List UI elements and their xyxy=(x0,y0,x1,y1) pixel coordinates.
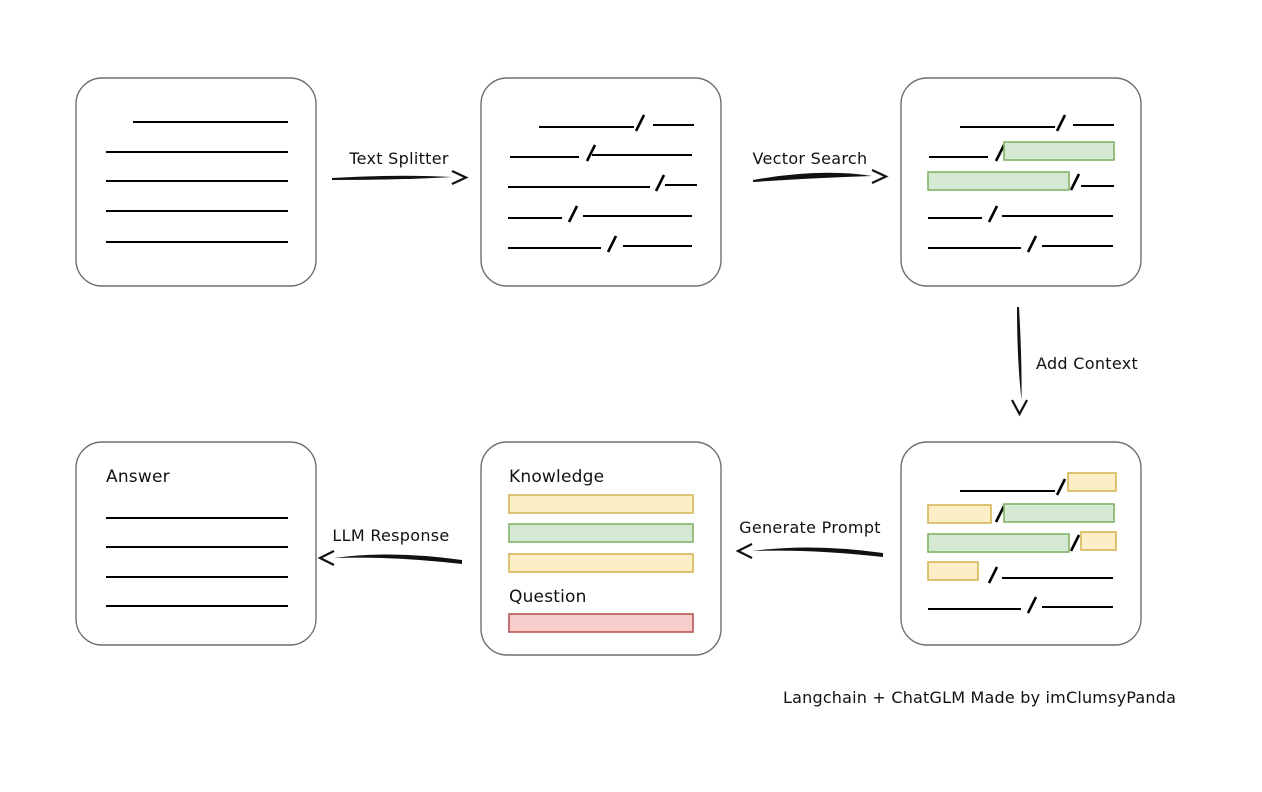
edge-llm-response-label: LLM Response xyxy=(332,526,449,545)
node-answer[interactable]: Answer xyxy=(75,441,317,646)
node-prompt[interactable]: Knowledge Question xyxy=(480,441,722,656)
chunk-separator-slash xyxy=(987,566,999,584)
chunk-separator-slash xyxy=(634,114,646,132)
chunk-separator-slash xyxy=(987,205,999,223)
prompt-knowledge-heading: Knowledge xyxy=(509,467,604,487)
arrow-head-icon xyxy=(451,170,469,185)
diagram-caption: Langchain + ChatGLM Made by imClumsyPand… xyxy=(783,688,1176,707)
arrow-head-icon xyxy=(735,543,753,559)
highlight-green xyxy=(927,171,1070,191)
edge-llm-response[interactable]: LLM Response xyxy=(317,526,462,566)
prompt-question-heading: Question xyxy=(509,587,587,607)
split-chunks-frame xyxy=(480,77,722,287)
chunk-separator-slash xyxy=(994,505,1006,523)
edge-generate-prompt[interactable]: Generate Prompt xyxy=(735,518,883,559)
chunk-separator-slash xyxy=(606,235,618,253)
knowledge-bar-yellow xyxy=(508,494,694,514)
arrow-head-icon xyxy=(317,550,335,566)
chunk-separator-slash xyxy=(654,174,666,192)
chunk-separator-slash xyxy=(1055,114,1067,132)
edge-vector-search-label: Vector Search xyxy=(753,149,868,168)
chunk-separator-slash xyxy=(567,205,579,223)
edge-text-splitter[interactable]: Text Splitter xyxy=(332,149,469,185)
highlight-green xyxy=(1003,141,1115,161)
node-matched-chunks[interactable] xyxy=(900,77,1142,287)
arrow-shaft xyxy=(334,554,462,564)
edge-vector-search[interactable]: Vector Search xyxy=(753,149,889,184)
highlight-green xyxy=(927,533,1070,553)
chunk-separator-slash xyxy=(1026,596,1038,614)
node-source-document[interactable] xyxy=(75,77,317,287)
chunk-separator-slash xyxy=(1055,478,1067,496)
knowledge-bar-yellow xyxy=(508,553,694,573)
highlight-yellow xyxy=(927,561,979,581)
arrow-shaft xyxy=(752,547,883,557)
edge-add-context-label: Add Context xyxy=(1036,354,1138,373)
node-split-chunks[interactable] xyxy=(480,77,722,287)
arrow-shaft xyxy=(753,172,872,182)
arrow-shaft xyxy=(332,175,452,180)
highlight-yellow xyxy=(1080,531,1117,551)
edge-add-context[interactable]: Add Context xyxy=(1011,307,1138,417)
edge-text-splitter-label: Text Splitter xyxy=(348,149,449,168)
node-context-chunks[interactable] xyxy=(900,441,1142,646)
answer-heading: Answer xyxy=(106,467,170,487)
chunk-separator-slash xyxy=(1026,235,1038,253)
arrow-shaft xyxy=(1017,307,1022,400)
edge-generate-prompt-label: Generate Prompt xyxy=(739,518,881,537)
question-bar-red xyxy=(508,613,694,633)
highlight-yellow xyxy=(927,504,992,524)
chunk-separator-slash xyxy=(1069,173,1081,191)
chunk-separator-slash xyxy=(585,144,597,162)
arrow-head-icon xyxy=(1011,399,1028,417)
knowledge-bar-green xyxy=(508,523,694,543)
chunk-separator-slash xyxy=(994,144,1006,162)
highlight-green xyxy=(1003,503,1115,523)
highlight-yellow xyxy=(1067,472,1117,492)
answer-frame xyxy=(75,441,317,646)
chunk-separator-slash xyxy=(1069,534,1081,552)
arrow-head-icon xyxy=(871,169,889,184)
